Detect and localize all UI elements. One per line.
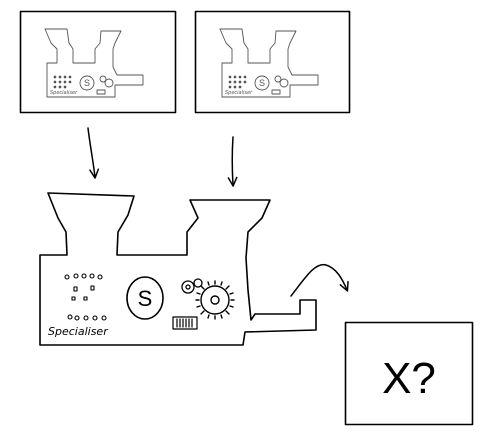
machine-body	[39, 192, 317, 346]
emblem-letter: S	[138, 286, 153, 311]
input-box-2-frame	[194, 10, 351, 114]
mini-machine-2: Specialiser S	[219, 28, 319, 98]
input-box-2: Specialiser S	[194, 10, 351, 114]
output-box-frame	[344, 321, 474, 426]
mini-machine-2-label: Specialiser	[225, 90, 253, 96]
gear-icon	[195, 280, 235, 320]
input-box-1: Specialiser S	[19, 10, 177, 114]
small-gear-icon	[181, 278, 203, 294]
mini-machine-1-label: Specialiser	[50, 90, 78, 96]
arrow-input-2	[227, 136, 238, 187]
mini-machine-1: Specialiser S	[44, 28, 144, 98]
button-dots	[64, 273, 107, 321]
arrow-input-1	[87, 127, 100, 179]
output-text: X?	[382, 354, 436, 403]
output-box: X?	[344, 321, 474, 426]
machine-label: Specialiser	[48, 325, 109, 338]
mini-emblem-1: S	[84, 78, 90, 88]
grille-icon	[172, 316, 198, 330]
arrow-output	[290, 263, 349, 297]
mini-emblem-2: S	[259, 78, 265, 88]
emblem-s: S	[126, 276, 164, 320]
input-box-1-frame	[19, 10, 177, 114]
